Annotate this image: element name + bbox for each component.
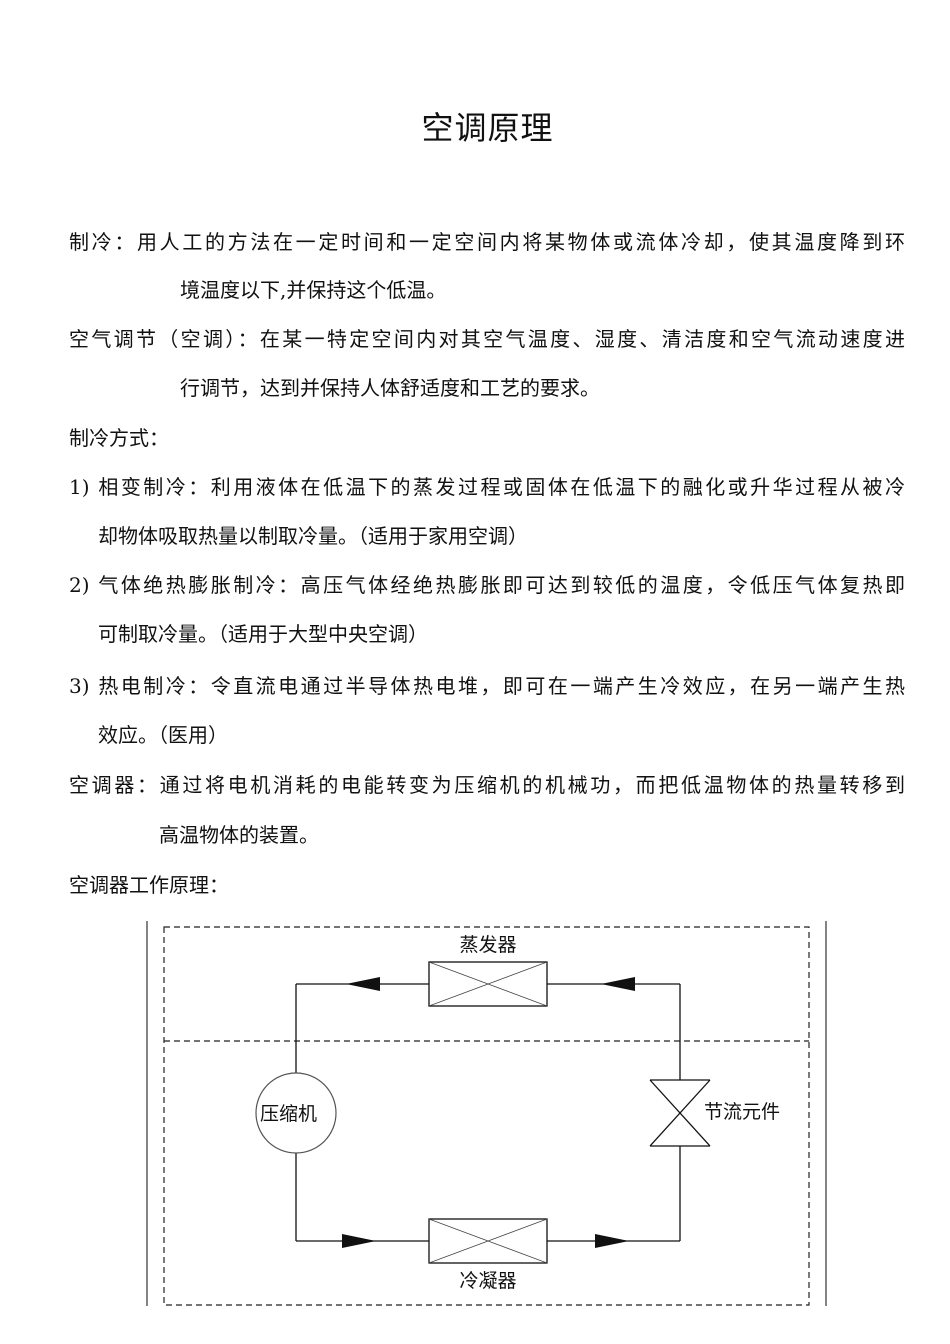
throttle-valve: [649, 1079, 711, 1147]
condenser-unit: [428, 1218, 548, 1264]
air-conditioner-definition-line-2: 高温物体的装置。: [159, 823, 319, 847]
refrigeration-methods-heading: 制冷方式：: [69, 426, 169, 450]
evaporator-label: 蒸发器: [459, 934, 516, 956]
refrigeration-definition-line-1: 制冷：用人工的方法在一定时间和一定空间内将某物体或流体冷却，使其温度降到环: [69, 230, 905, 254]
air-conditioning-definition-line-2: 行调节，达到并保持人体舒适度和工艺的要求。: [180, 376, 600, 400]
page-title: 空调原理: [421, 109, 554, 147]
method-2-line-1: 2) 气体绝热膨胀制冷：高压气体经绝热膨胀即可达到较低的温度，令低压气体复热即: [69, 573, 905, 597]
throttle-label: 节流元件: [704, 1101, 780, 1123]
refrigeration-definition-line-2: 境温度以下,并保持这个低温。: [180, 278, 447, 302]
flow-arrow-bottom-right: [595, 1234, 629, 1248]
air-conditioning-definition-line-1: 空气调节（空调）：在某一特定空间内对其空气温度、湿度、清洁度和空气流动速度进: [69, 327, 905, 351]
method-2-line-2: 可制取冷量。（适用于大型中央空调）: [98, 622, 428, 646]
flow-arrow-top-left: [346, 977, 380, 991]
compressor-label: 压缩机: [260, 1103, 317, 1125]
evaporator-unit: [428, 961, 548, 1007]
method-3-line-1: 3) 热电制冷：令直流电通过半导体热电堆，即可在一端产生冷效应，在另一端产生热: [69, 674, 905, 698]
condenser-label: 冷凝器: [459, 1270, 516, 1292]
dashed-outer-boundary: [163, 926, 810, 1306]
method-1-line-1: 1) 相变制冷：利用液体在低温下的蒸发过程或固体在低温下的融化或升华过程从被冷: [69, 475, 905, 499]
method-3-line-2: 效应。（医用）: [98, 723, 228, 747]
air-conditioner-definition-line-1: 空调器：通过将电机消耗的电能转变为压缩机的机械功，而把低温物体的热量转移到: [69, 773, 905, 797]
method-1-line-2: 却物体吸取热量以制取冷量。（适用于家用空调）: [98, 524, 528, 548]
working-principle-heading: 空调器工作原理：: [69, 873, 229, 897]
flow-arrow-bottom-left: [342, 1234, 376, 1248]
flow-arrow-top-right: [601, 977, 635, 991]
compressor-unit: [255, 1072, 337, 1154]
